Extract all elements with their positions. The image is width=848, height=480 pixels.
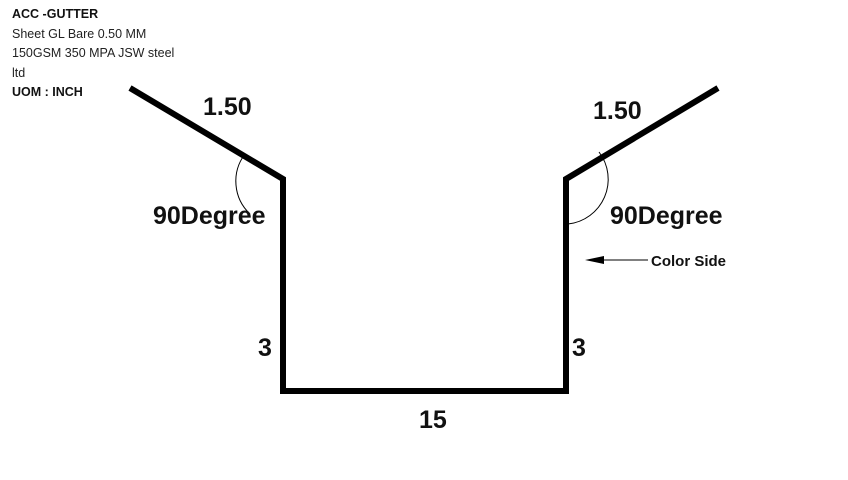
color-side-label: Color Side (651, 253, 726, 270)
left-flange-dimension: 1.50 (203, 93, 252, 121)
product-title: ACC -GUTTER (12, 7, 99, 21)
right-flange-dimension: 1.50 (593, 97, 642, 125)
material-line-1: Sheet GL Bare 0.50 MM (12, 26, 147, 41)
color-side-arrowhead (585, 256, 604, 264)
right-height-dimension: 3 (572, 334, 586, 362)
left-angle-label: 90Degree (153, 202, 266, 230)
right-angle-arc (567, 151, 609, 225)
left-angle-arc (235, 153, 251, 215)
material-line-3: ltd (12, 65, 26, 80)
material-line-2: 150GSM 350 MPA JSW steel (12, 46, 175, 60)
specification-block: ACC -GUTTER Sheet GL Bare 0.50 MM 150GSM… (12, 5, 212, 103)
gutter-profile-outline (128, 85, 720, 394)
base-width-dimension: 15 (419, 406, 447, 434)
unit-of-measure: UOM : INCH (12, 85, 83, 99)
left-height-dimension: 3 (258, 334, 272, 362)
right-angle-label: 90Degree (610, 202, 723, 230)
